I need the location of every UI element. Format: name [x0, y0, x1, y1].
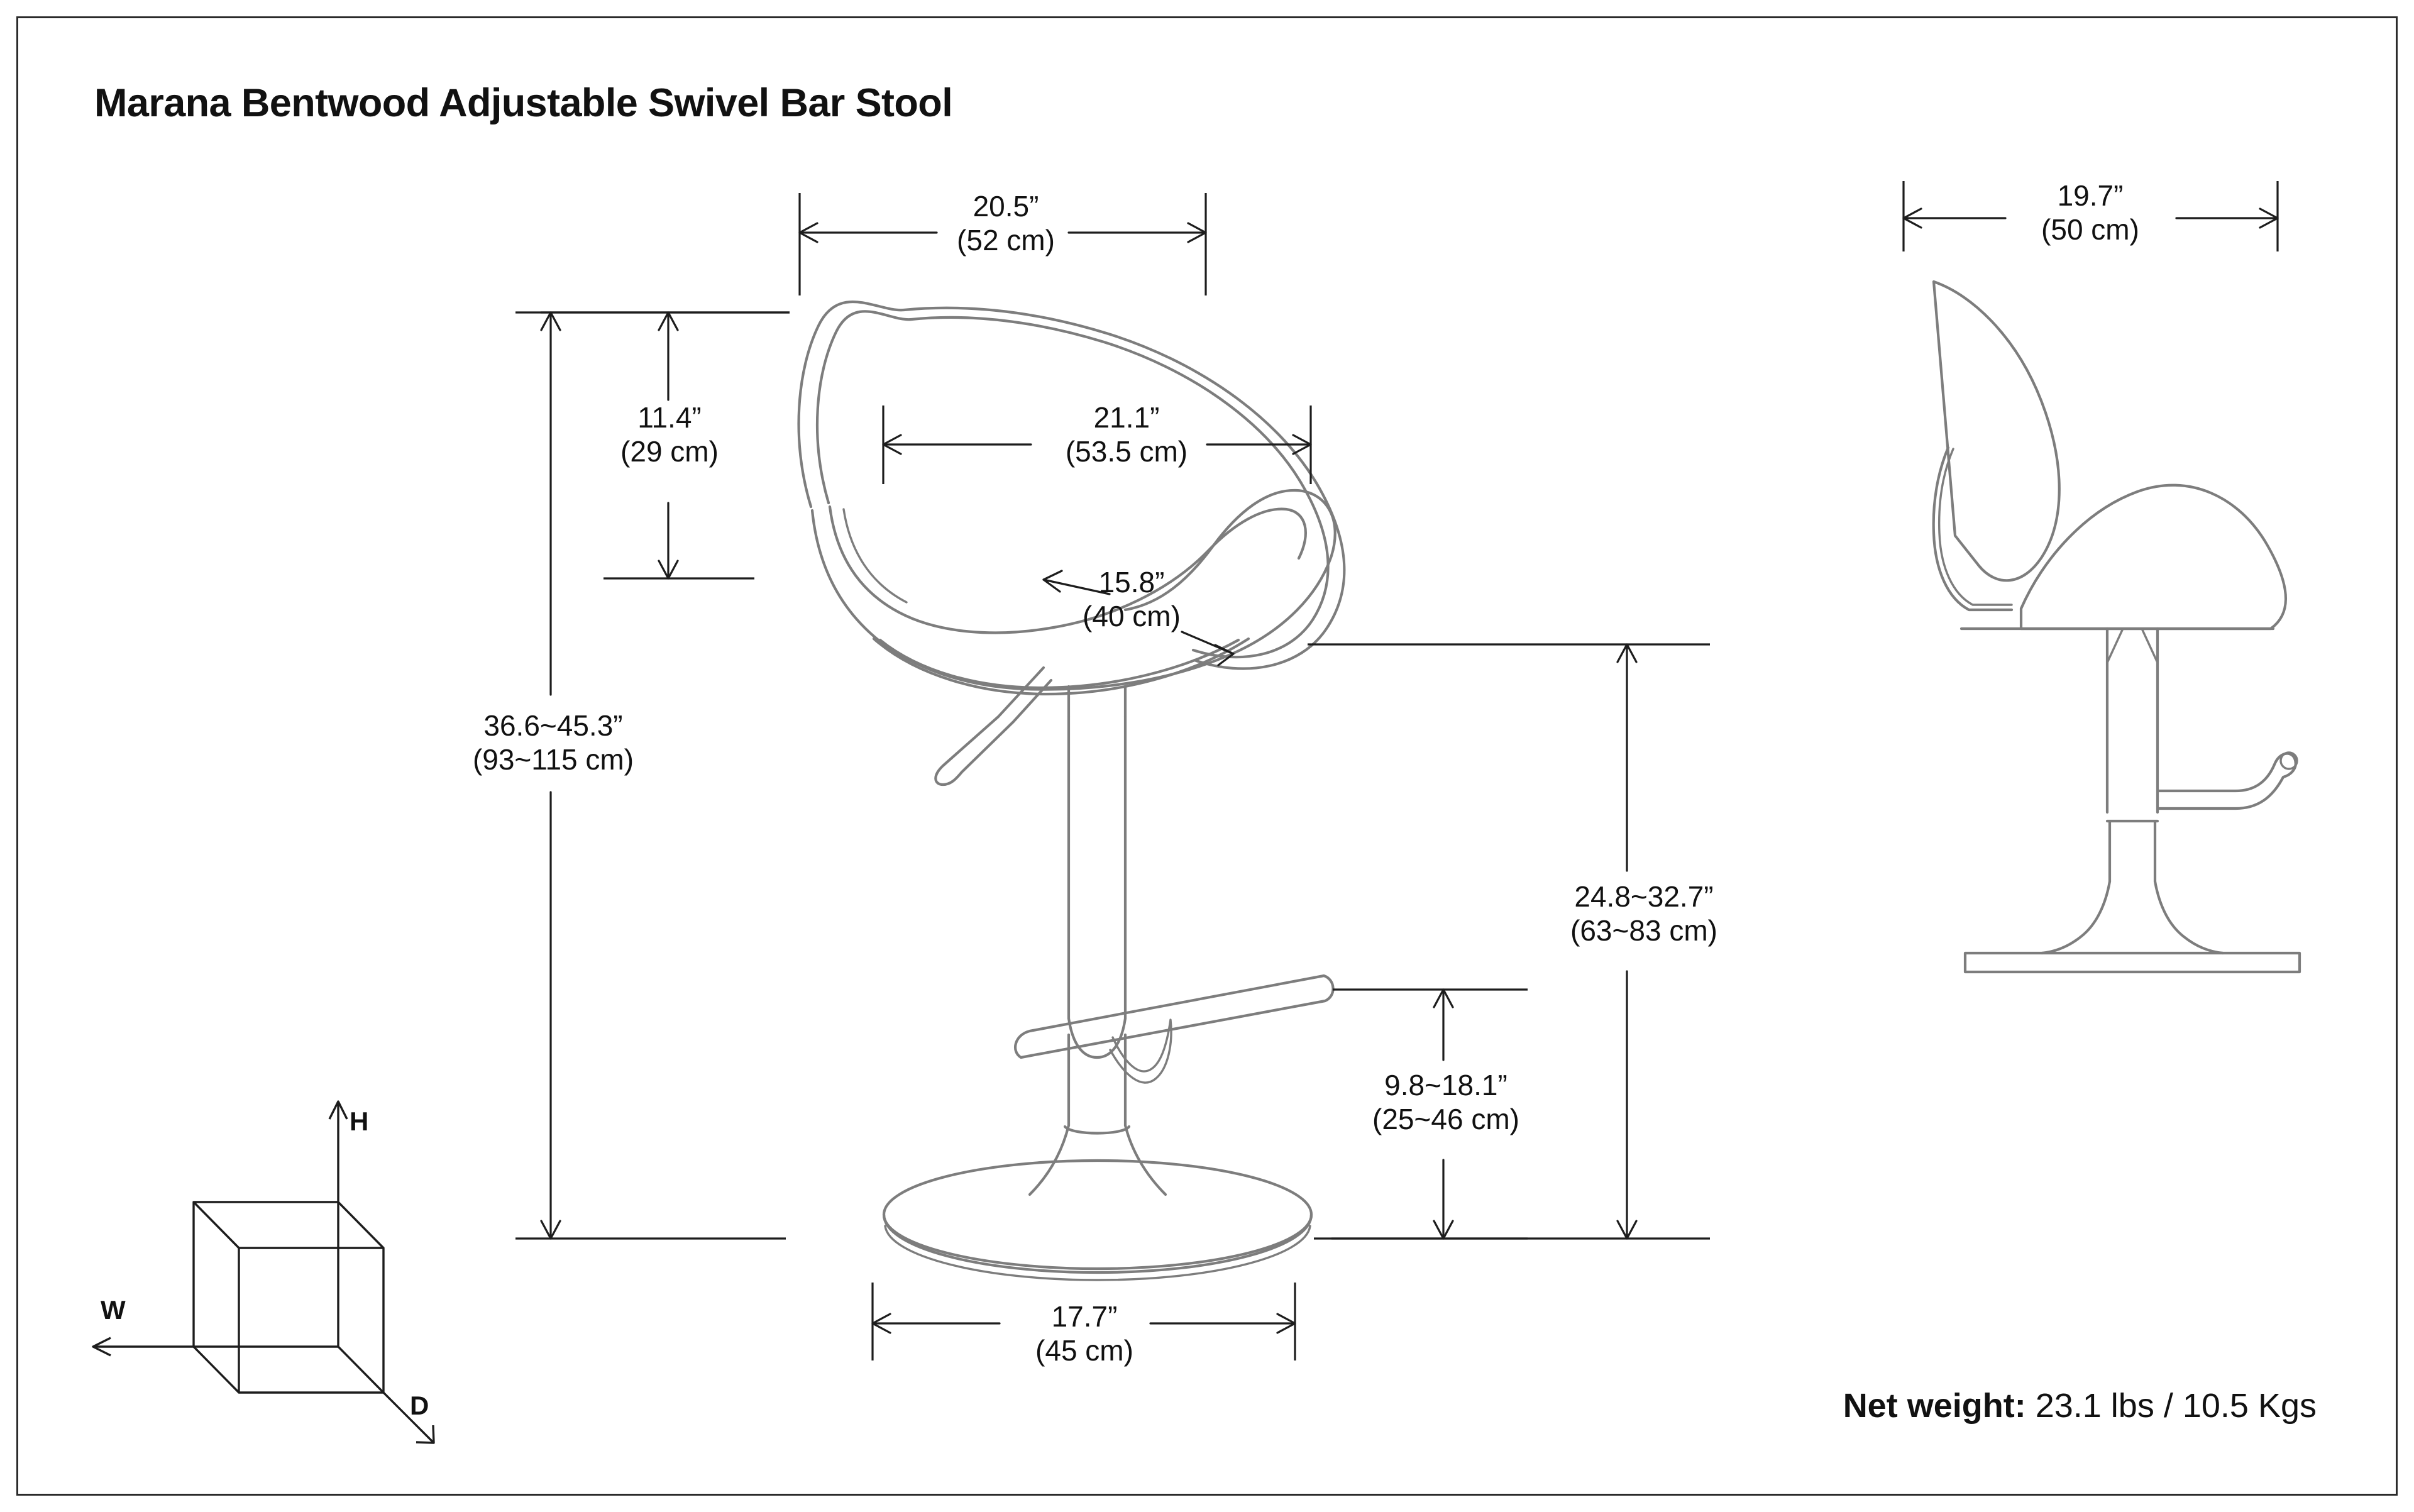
label-seat-height-metric: (63~83 cm)	[1570, 913, 1717, 947]
sheet-border	[16, 16, 2398, 1496]
label-base-width: 17.7” (45 cm)	[978, 1300, 1191, 1368]
net-weight-label: Net weight:	[1843, 1387, 2026, 1425]
label-overall-height-imperial: 36.6~45.3”	[483, 709, 623, 742]
label-seat-depth-imperial: 15.8”	[1098, 566, 1165, 599]
label-seat-width-imperial: 21.1”	[1093, 401, 1160, 434]
label-overall-width: 20.5” (52 cm)	[899, 190, 1113, 258]
label-side-depth: 19.7” (50 cm)	[1983, 179, 2197, 247]
label-footrest-height-metric: (25~46 cm)	[1372, 1102, 1519, 1135]
net-weight-value: 23.1 lbs / 10.5 Kgs	[2035, 1387, 2317, 1425]
label-base-width-metric: (45 cm)	[1035, 1333, 1133, 1367]
label-overall-height-metric: (93~115 cm)	[472, 742, 634, 776]
label-base-width-imperial: 17.7”	[1051, 1300, 1118, 1333]
label-footrest-height-imperial: 9.8~18.1”	[1384, 1069, 1507, 1101]
label-overall-width-metric: (52 cm)	[957, 223, 1055, 257]
label-seat-depth: 15.8” (40 cm)	[1025, 566, 1238, 634]
label-backrest-height-imperial: 11.4”	[637, 401, 702, 434]
label-backrest-height-metric: (29 cm)	[620, 434, 719, 468]
axis-label-h: H	[350, 1106, 369, 1136]
net-weight: Net weight: 23.1 lbs / 10.5 Kgs	[1843, 1386, 2317, 1425]
page-title: Marana Bentwood Adjustable Swivel Bar St…	[94, 81, 953, 125]
label-backrest-height: 11.4” (29 cm)	[563, 401, 776, 469]
label-seat-height: 24.8~32.7” (63~83 cm)	[1521, 880, 1766, 948]
label-side-depth-imperial: 19.7”	[2057, 179, 2124, 212]
label-seat-width-metric: (53.5 cm)	[1065, 434, 1188, 468]
axis-label-w: W	[101, 1295, 126, 1325]
label-overall-width-imperial: 20.5”	[973, 190, 1039, 223]
label-footrest-height: 9.8~18.1” (25~46 cm)	[1339, 1069, 1553, 1137]
label-seat-height-imperial: 24.8~32.7”	[1574, 880, 1714, 913]
label-seat-width: 21.1” (53.5 cm)	[1020, 401, 1233, 469]
axis-label-d: D	[410, 1391, 429, 1420]
label-overall-height: 36.6~45.3” (93~115 cm)	[440, 709, 666, 777]
label-side-depth-metric: (50 cm)	[2041, 212, 2139, 246]
label-seat-depth-metric: (40 cm)	[1083, 599, 1181, 632]
